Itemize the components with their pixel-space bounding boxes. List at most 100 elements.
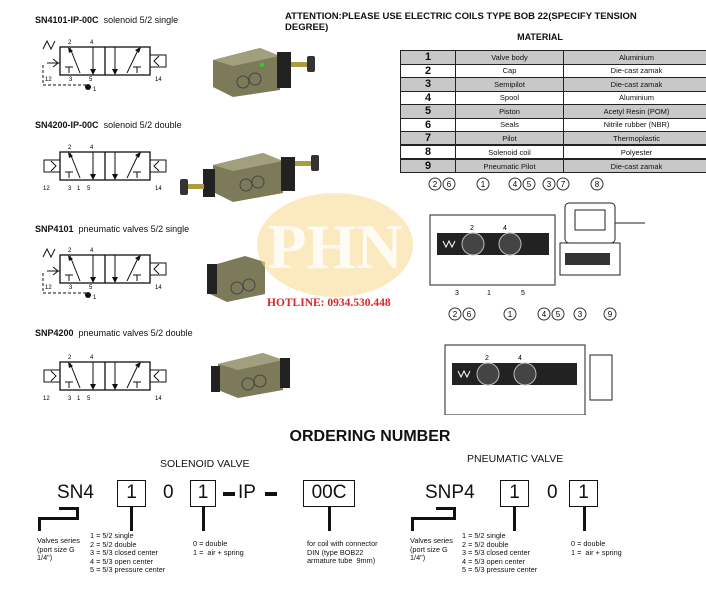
- svg-text:2: 2: [68, 248, 72, 254]
- svg-text:12: 12: [43, 396, 50, 402]
- material-cell-material: Die-cast zamak: [563, 63, 706, 78]
- svg-text:2: 2: [433, 180, 438, 189]
- material-cell-n: 9: [400, 158, 456, 173]
- material-cell-material: Aluminium: [563, 50, 706, 65]
- dash: [265, 492, 277, 496]
- type-options: 1 = 5/2 single 2 = 5/2 double 3 = 5/3 cl…: [462, 531, 538, 574]
- valve-photo: [213, 48, 315, 97]
- svg-text:4: 4: [90, 40, 94, 46]
- material-cell-n: 3: [400, 77, 456, 92]
- svg-text:12: 12: [45, 77, 52, 83]
- material-cell-material: Acetyl Resin (POM): [563, 104, 706, 119]
- material-cell-material: Polyester: [563, 144, 706, 160]
- material-cell-material: Thermoplastic: [563, 131, 706, 146]
- material-cell-part: Cap: [455, 63, 564, 78]
- svg-text:5: 5: [556, 310, 561, 319]
- svg-text:3: 3: [578, 310, 583, 319]
- material-cell-material: Die-cast zamak: [563, 158, 706, 173]
- svg-text:7: 7: [561, 180, 566, 189]
- type-options: 1 = 5/2 single 2 = 5/2 double 3 = 5/3 cl…: [90, 531, 166, 574]
- svg-text:5: 5: [89, 285, 93, 291]
- material-cell-part: Pilot: [455, 131, 564, 146]
- material-cell-n: 5: [400, 104, 456, 119]
- material-cell-part: Semipilot: [455, 77, 564, 92]
- product-title: SNP4200 pneumatic valves 5/2 double: [35, 328, 193, 338]
- series-explanation: Valves series (port size G 1/4"): [37, 536, 80, 562]
- hotline-text: HOTLINE: 0934.530.448: [267, 297, 391, 309]
- svg-text:4: 4: [513, 180, 518, 189]
- product-title: SNP4101 pneumatic valves 5/2 single: [35, 224, 190, 234]
- svg-text:1: 1: [93, 87, 97, 93]
- svg-text:2: 2: [485, 355, 489, 362]
- svg-text:9: 9: [608, 310, 613, 319]
- svg-text:4: 4: [90, 145, 94, 151]
- material-cell-material: Die-cast zamak: [563, 77, 706, 92]
- ordering-title: ORDERING NUMBER: [289, 428, 451, 445]
- phn-watermark-logo: PHN: [257, 193, 413, 297]
- coil-explanation: for coil with connector DIN (type BOB22 …: [307, 539, 378, 565]
- svg-text:4: 4: [90, 248, 94, 254]
- coil-code-box: 00C: [303, 480, 355, 507]
- svg-text:3: 3: [69, 77, 73, 83]
- svg-text:4: 4: [542, 310, 547, 319]
- svg-text:5: 5: [87, 396, 91, 402]
- valve-photo: [211, 353, 290, 398]
- svg-text:5: 5: [521, 290, 525, 297]
- svg-text:1: 1: [77, 396, 81, 402]
- svg-text:3: 3: [547, 180, 552, 189]
- valve-photo: [207, 256, 265, 302]
- dash: [223, 492, 235, 496]
- svg-text:2: 2: [68, 355, 72, 361]
- product-title: SN4101-IP-00C solenoid 5/2 single: [35, 15, 179, 25]
- svg-text:1: 1: [508, 310, 513, 319]
- series-explanation: Valves series (port size G 1/4"): [410, 536, 453, 562]
- material-cell-material: Aluminium: [563, 90, 706, 105]
- svg-text:1: 1: [487, 290, 491, 297]
- material-cell-n: 7: [400, 131, 456, 146]
- material-cell-n: 6: [400, 117, 456, 132]
- svg-text:3: 3: [68, 186, 72, 192]
- svg-text:4: 4: [503, 225, 507, 232]
- svg-text:2: 2: [453, 310, 458, 319]
- return-code-box: 1: [569, 480, 598, 507]
- svg-text:14: 14: [155, 396, 162, 402]
- return-options: 0 = double 1 = air + spring: [571, 539, 622, 557]
- material-cell-n: 8: [400, 144, 456, 160]
- svg-text:3: 3: [455, 290, 459, 297]
- svg-text:4: 4: [90, 355, 94, 361]
- material-cell-part: Valve body: [455, 50, 564, 65]
- type-code-box: 1: [117, 480, 146, 507]
- svg-text:1: 1: [77, 186, 81, 192]
- type-code-box: 1: [500, 480, 529, 507]
- svg-text:12: 12: [43, 186, 50, 192]
- svg-text:3: 3: [69, 285, 73, 291]
- material-cell-part: Solenoid coil: [455, 144, 564, 160]
- material-cell-part: Pneumatic Pilot: [455, 158, 564, 173]
- svg-text:4: 4: [518, 355, 522, 362]
- svg-text:1: 1: [93, 295, 97, 301]
- ip-code: IP: [238, 482, 256, 503]
- series-prefix: SN4: [57, 482, 94, 503]
- svg-text:14: 14: [155, 77, 162, 83]
- return-code-box: 1: [190, 480, 216, 507]
- material-cell-part: Seals: [455, 117, 564, 132]
- material-title: MATERIAL: [517, 32, 563, 42]
- material-cell-part: Spool: [455, 90, 564, 105]
- svg-text:12: 12: [45, 285, 52, 291]
- svg-text:1: 1: [481, 180, 486, 189]
- solenoid-valve-title: SOLENOID VALVE: [160, 458, 250, 470]
- product-title: SN4200-IP-00C solenoid 5/2 double: [35, 120, 182, 130]
